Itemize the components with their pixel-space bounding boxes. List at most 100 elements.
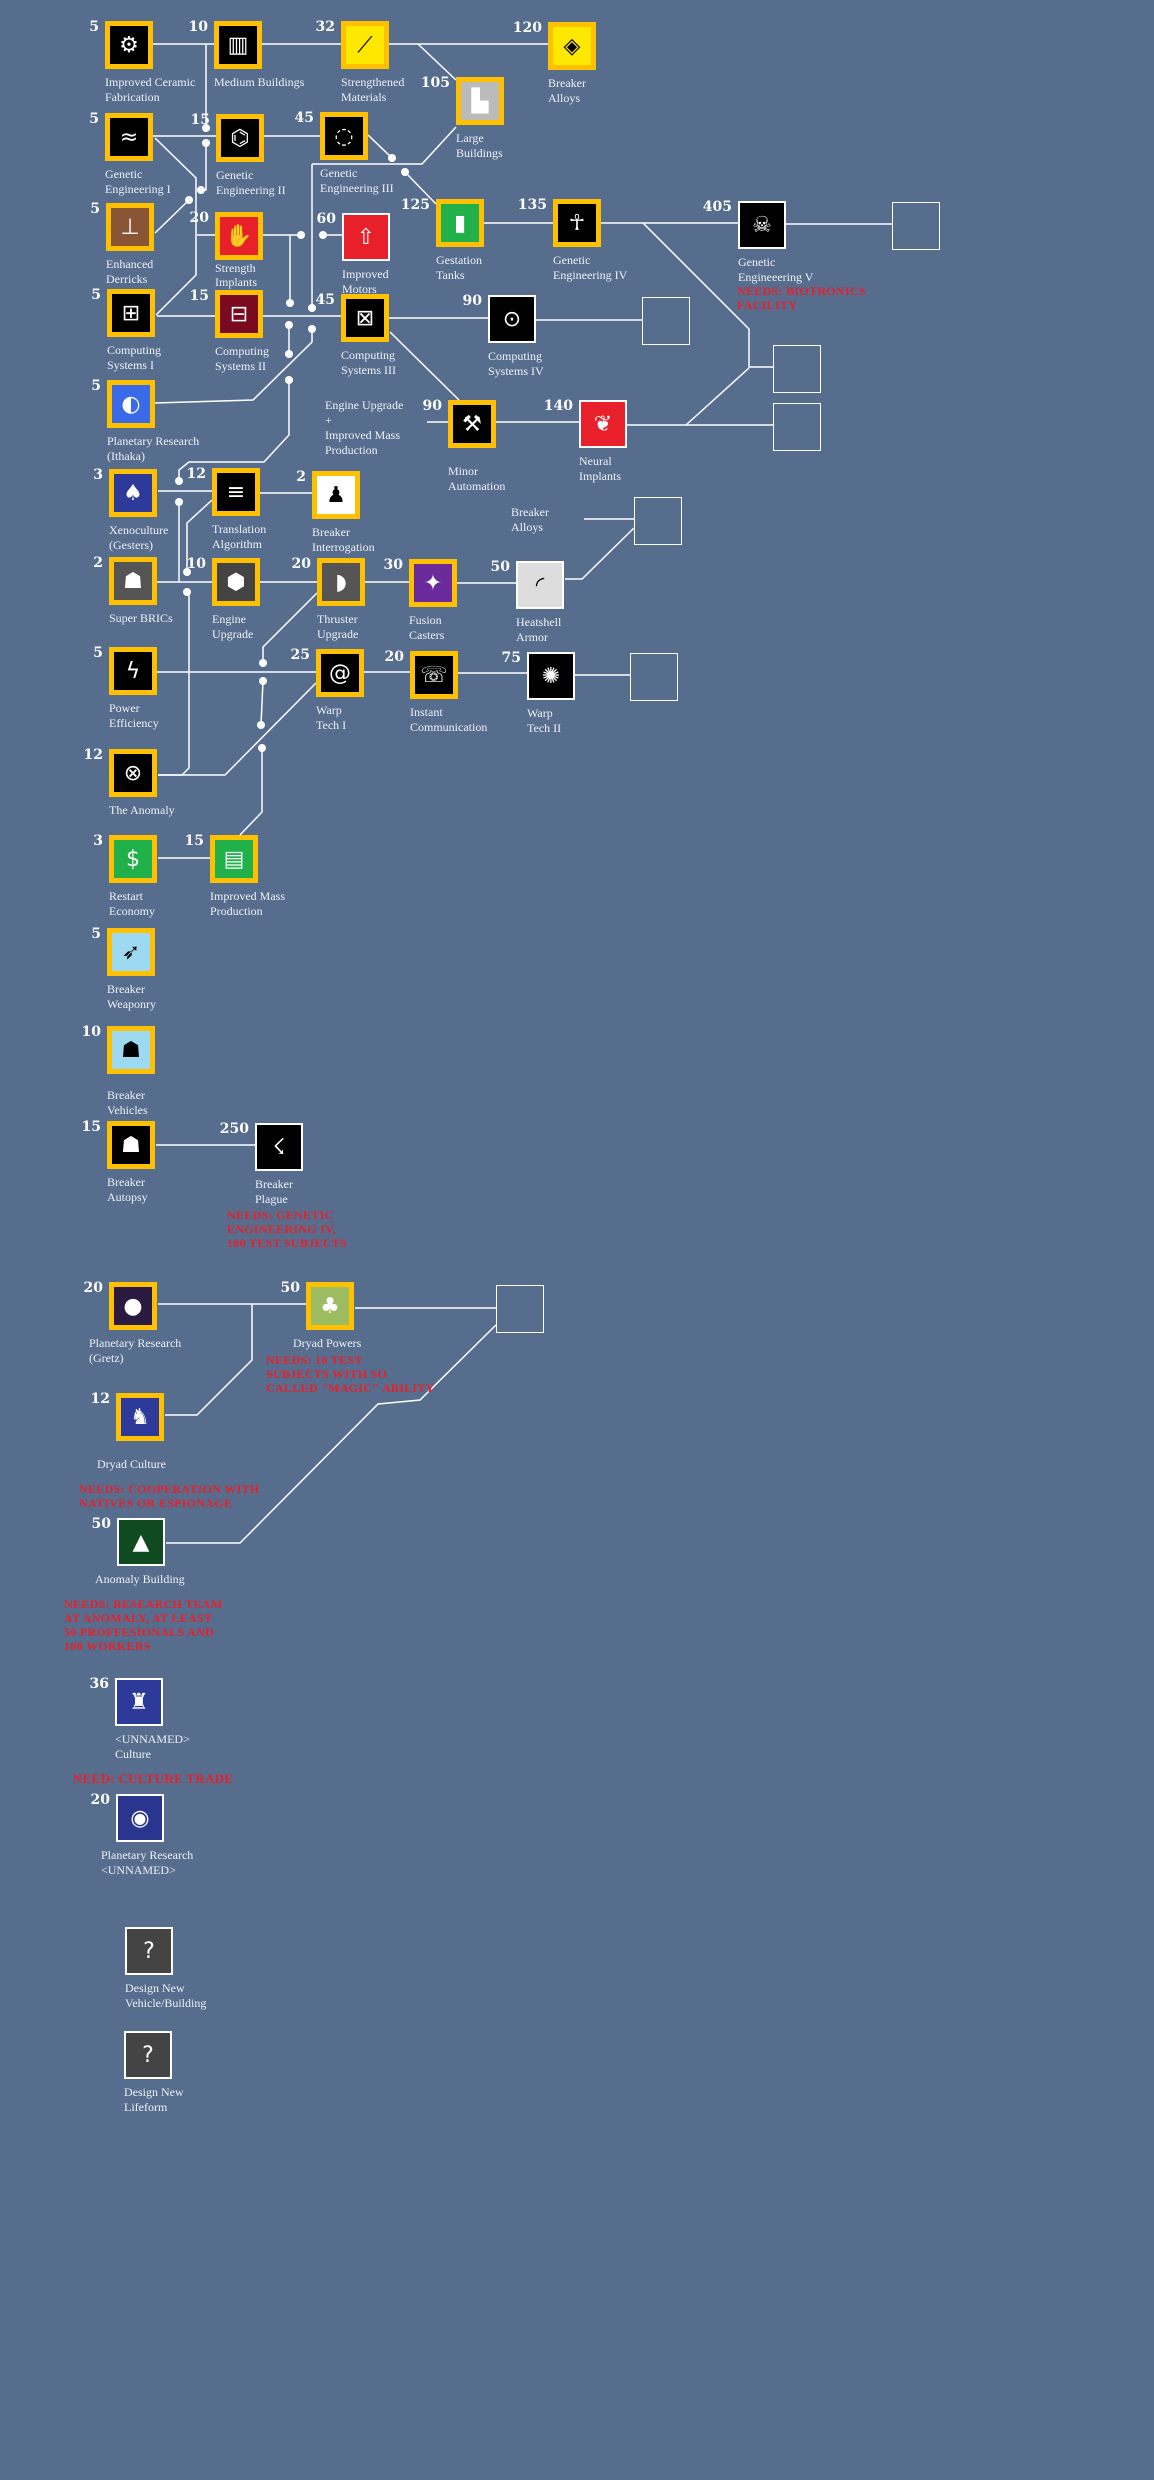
spiral-icon: @ — [329, 660, 351, 686]
tech-design-new-lifeform[interactable]: ? — [124, 2031, 172, 2079]
tech-breaker-weaponry[interactable]: ➶ — [107, 928, 155, 976]
tech-enhanced-derricks[interactable]: ⊥ — [106, 203, 154, 251]
tech-large-buildings[interactable]: ▙ — [456, 77, 504, 125]
tech-label: Thruster Upgrade — [317, 612, 359, 641]
requirement-note: NEEDS: RESEARCH TEAM AT ANOMALY, AT LEAS… — [64, 1597, 223, 1653]
tech-planetary-research-ithaka[interactable]: ◐ — [107, 380, 155, 428]
dryad-icon: ♣ — [320, 1293, 340, 1319]
tech-unnamed-culture[interactable]: ♜ — [115, 1678, 163, 1726]
tech-cost: 15 — [189, 288, 209, 304]
connection-line — [154, 199, 190, 234]
tech-planetary-research-gretz[interactable]: ● — [109, 1282, 157, 1330]
tech-fusion-casters[interactable]: ✦ — [409, 559, 457, 607]
tech-warp-tech-i[interactable]: @ — [316, 649, 364, 697]
junction-dot — [285, 321, 293, 329]
tech-cost: 15 — [190, 112, 210, 128]
locked-tech-slot[interactable] — [773, 403, 821, 451]
tech-dryad-culture[interactable]: ♞ — [116, 1393, 164, 1441]
tech-computing-systems-ii[interactable]: ⊟ — [215, 290, 263, 338]
junction-dot — [388, 154, 396, 162]
tech-improved-ceramic-fabrication[interactable]: ⚙ — [105, 21, 153, 69]
tech-neural-implants[interactable]: ❦ — [579, 400, 627, 448]
tech-label: <UNNAMED> Culture — [115, 1732, 190, 1761]
tech-cost: 5 — [93, 645, 103, 661]
tech-genetic-engineering-iii[interactable]: ◌ — [320, 112, 368, 160]
tank-icon: ▮ — [453, 210, 467, 236]
tech-label: Warp Tech I — [316, 703, 347, 732]
tech-breaker-plague[interactable]: ☇ — [255, 1123, 303, 1171]
derrick-icon: ⊥ — [120, 214, 140, 240]
tech-label: Computing Systems I — [107, 343, 162, 372]
tech-xenoculture-gesters[interactable]: ♠ — [109, 469, 157, 517]
tech-thruster-upgrade[interactable]: ◗ — [317, 558, 365, 606]
tech-breaker-interrogation[interactable]: ♟ — [312, 471, 360, 519]
junction-dot — [285, 350, 293, 358]
tech-cost: 45 — [315, 292, 335, 308]
junction-dot — [401, 168, 409, 176]
tech-improved-motors[interactable]: ⇧ — [342, 213, 390, 261]
tech-heatshell-armor[interactable]: ◜ — [516, 561, 564, 609]
locked-tech-slot[interactable] — [496, 1285, 544, 1333]
locked-tech-slot[interactable] — [892, 202, 940, 250]
tech-label: Design New Lifeform — [124, 2085, 184, 2114]
tech-genetic-engineeering-v[interactable]: ☠ — [738, 201, 786, 249]
tech-label: Computing Systems II — [215, 344, 270, 373]
tech-breaker-vehicles[interactable]: ☗ — [107, 1026, 155, 1074]
tech-computing-systems-iii[interactable]: ⊠ — [341, 294, 389, 342]
tech-improved-mass-production[interactable]: ▤ — [210, 835, 258, 883]
tech-planetary-research-unnamed[interactable]: ◉ — [116, 1794, 164, 1842]
tech-label: Dryad Culture — [97, 1457, 166, 1471]
locked-tech-slot[interactable] — [634, 497, 682, 545]
blade-icon: ⟋ — [357, 32, 373, 58]
junction-dot — [319, 231, 327, 239]
robot-icon: ☗ — [123, 568, 143, 594]
requirement-note: NEED: CULTURE TRADE — [73, 1771, 234, 1786]
locked-tech-slot[interactable] — [773, 345, 821, 393]
tech-minor-automation[interactable]: ⚒ — [448, 400, 496, 448]
tech-computing-systems-i[interactable]: ⊞ — [107, 289, 155, 337]
thruster-icon: ◗ — [335, 569, 347, 595]
junction-dot — [185, 196, 193, 204]
requirement-note: NEEDS: BIOTRONICS FACILITY — [737, 284, 866, 312]
tech-cost: 250 — [219, 1121, 249, 1137]
tech-power-efficiency[interactable]: ϟ — [109, 647, 157, 695]
tech-label: Planetary Research (Gretz) — [89, 1336, 182, 1365]
tech-the-anomaly[interactable]: ⊗ — [109, 749, 157, 797]
tech-gestation-tanks[interactable]: ▮ — [436, 199, 484, 247]
tech-design-new-vehicle-building[interactable]: ? — [125, 1927, 173, 1975]
junction-dot — [259, 677, 267, 685]
tech-computing-systems-iv[interactable]: ⊙ — [488, 295, 536, 343]
tech-anomaly-building[interactable]: ▲ — [117, 1518, 165, 1566]
figure-icon: ♟ — [326, 482, 346, 508]
tech-genetic-engineering-ii[interactable]: ⌬ — [216, 114, 264, 162]
tech-dryad-powers[interactable]: ♣ — [306, 1282, 354, 1330]
tech-cost: 5 — [90, 201, 100, 217]
tech-label: Breaker Weaponry — [107, 982, 157, 1011]
tech-cost: 5 — [91, 378, 101, 394]
tech-genetic-engineering-i[interactable]: ≈ — [105, 113, 153, 161]
tech-breaker-alloys[interactable]: ◈ — [548, 22, 596, 70]
tech-strength-implants[interactable]: ✋ — [215, 212, 263, 260]
locked-tech-slot[interactable] — [642, 297, 690, 345]
locked-tech-slot[interactable] — [630, 653, 678, 701]
junction-dot — [259, 659, 267, 667]
tech-instant-communication[interactable]: ☏ — [410, 651, 458, 699]
tech-medium-buildings[interactable]: ▥ — [214, 21, 262, 69]
tech-cost: 45 — [294, 110, 314, 126]
tech-label: The Anomaly — [109, 803, 175, 817]
tech-restart-economy[interactable]: $ — [109, 835, 157, 883]
tech-strengthened-materials[interactable]: ⟋ — [341, 21, 389, 69]
tech-cost: 50 — [91, 1516, 111, 1532]
tech-label: Breaker Interrogation — [312, 525, 375, 554]
tech-engine-upgrade[interactable]: ⬢ — [212, 558, 260, 606]
tech-translation-algorithm[interactable]: ≡ — [212, 468, 260, 516]
tech-label: Genetic Engineering II — [216, 168, 286, 197]
tech-genetic-engineering-iv[interactable]: ☥ — [553, 199, 601, 247]
tech-cost: 140 — [543, 398, 573, 414]
tech-warp-tech-ii[interactable]: ✺ — [527, 652, 575, 700]
junction-dot — [183, 588, 191, 596]
tech-cost: 125 — [400, 197, 430, 213]
tech-super-brics[interactable]: ☗ — [109, 557, 157, 605]
tech-breaker-autopsy[interactable]: ☗ — [107, 1121, 155, 1169]
tech-cost: 20 — [189, 210, 209, 226]
